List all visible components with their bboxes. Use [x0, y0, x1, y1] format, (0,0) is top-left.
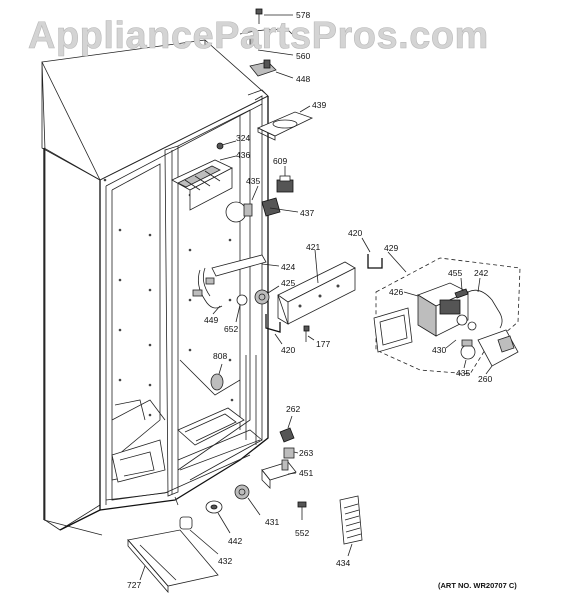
label-262: 262 [286, 404, 300, 414]
part-263-cam [283, 447, 299, 459]
part-177-screw [303, 325, 315, 342]
label-434: 434 [336, 558, 350, 568]
label-177: 177 [316, 339, 330, 349]
part-560-hinge-pin [239, 29, 294, 56]
label-552: 552 [295, 528, 309, 538]
part-431-roller [234, 484, 261, 516]
art-number: (ART NO. WR20707 C) [438, 581, 517, 590]
part-262-bushing [279, 415, 295, 443]
label-808: 808 [213, 351, 227, 361]
watermark: AppliancePartsPros.com [28, 15, 489, 57]
label-263: 263 [299, 448, 313, 458]
part-437-light-socket [261, 197, 299, 217]
label-437: 437 [300, 208, 314, 218]
label-260: 260 [478, 374, 492, 384]
label-421: 421 [306, 242, 320, 252]
label-727: 727 [127, 580, 141, 590]
label-420-top: 420 [348, 228, 362, 238]
part-435-light-bulb [225, 185, 259, 223]
part-442-wheel [205, 500, 231, 534]
part-808-plug [210, 363, 224, 391]
part-420-bracket-bottom [265, 314, 283, 345]
part-420-bracket-top [361, 237, 383, 269]
part-449-clip [212, 305, 221, 315]
label-431: 431 [265, 517, 279, 527]
label-560: 560 [296, 51, 310, 61]
label-424: 424 [281, 262, 295, 272]
part-324-screw [216, 140, 237, 150]
part-578-screw [255, 8, 293, 24]
part-424-wire-harness [192, 254, 280, 309]
part-451-bottom-hinge [261, 459, 297, 489]
part-436-light-housing [171, 155, 237, 211]
part-434-toe-grille [339, 495, 363, 557]
label-324: 324 [236, 133, 250, 143]
part-421-control-housing [277, 249, 356, 325]
label-578: 578 [296, 10, 310, 20]
part-727-base-grille [127, 529, 219, 594]
label-449: 449 [204, 315, 218, 325]
refrigerator-case [41, 39, 269, 536]
label-435-top: 435 [246, 176, 260, 186]
label-609: 609 [273, 156, 287, 166]
label-435-right: 435 [456, 368, 470, 378]
label-430: 430 [432, 345, 446, 355]
part-652-bushing [235, 294, 248, 323]
label-455: 455 [448, 268, 462, 278]
part-448-hinge [249, 59, 294, 79]
part-552-screw [297, 501, 307, 520]
part-labels: 578 560 448 439 324 436 609 435 437 424 … [127, 10, 492, 590]
label-425: 425 [281, 278, 295, 288]
label-429: 429 [384, 243, 398, 253]
label-242: 242 [474, 268, 488, 278]
label-432: 432 [218, 556, 232, 566]
label-442: 442 [228, 536, 242, 546]
label-426: 426 [389, 287, 403, 297]
label-436: 436 [236, 150, 250, 160]
part-439-light-cover [257, 105, 314, 141]
label-652: 652 [224, 324, 238, 334]
part-425-control-knob [254, 285, 280, 305]
part-609-socket [276, 166, 294, 193]
label-420-bottom: 420 [281, 345, 295, 355]
part-432-leveling-leg [179, 516, 219, 555]
part-429-damper-assembly [373, 251, 521, 375]
label-439: 439 [312, 100, 326, 110]
label-451: 451 [299, 468, 313, 478]
label-448: 448 [296, 74, 310, 84]
